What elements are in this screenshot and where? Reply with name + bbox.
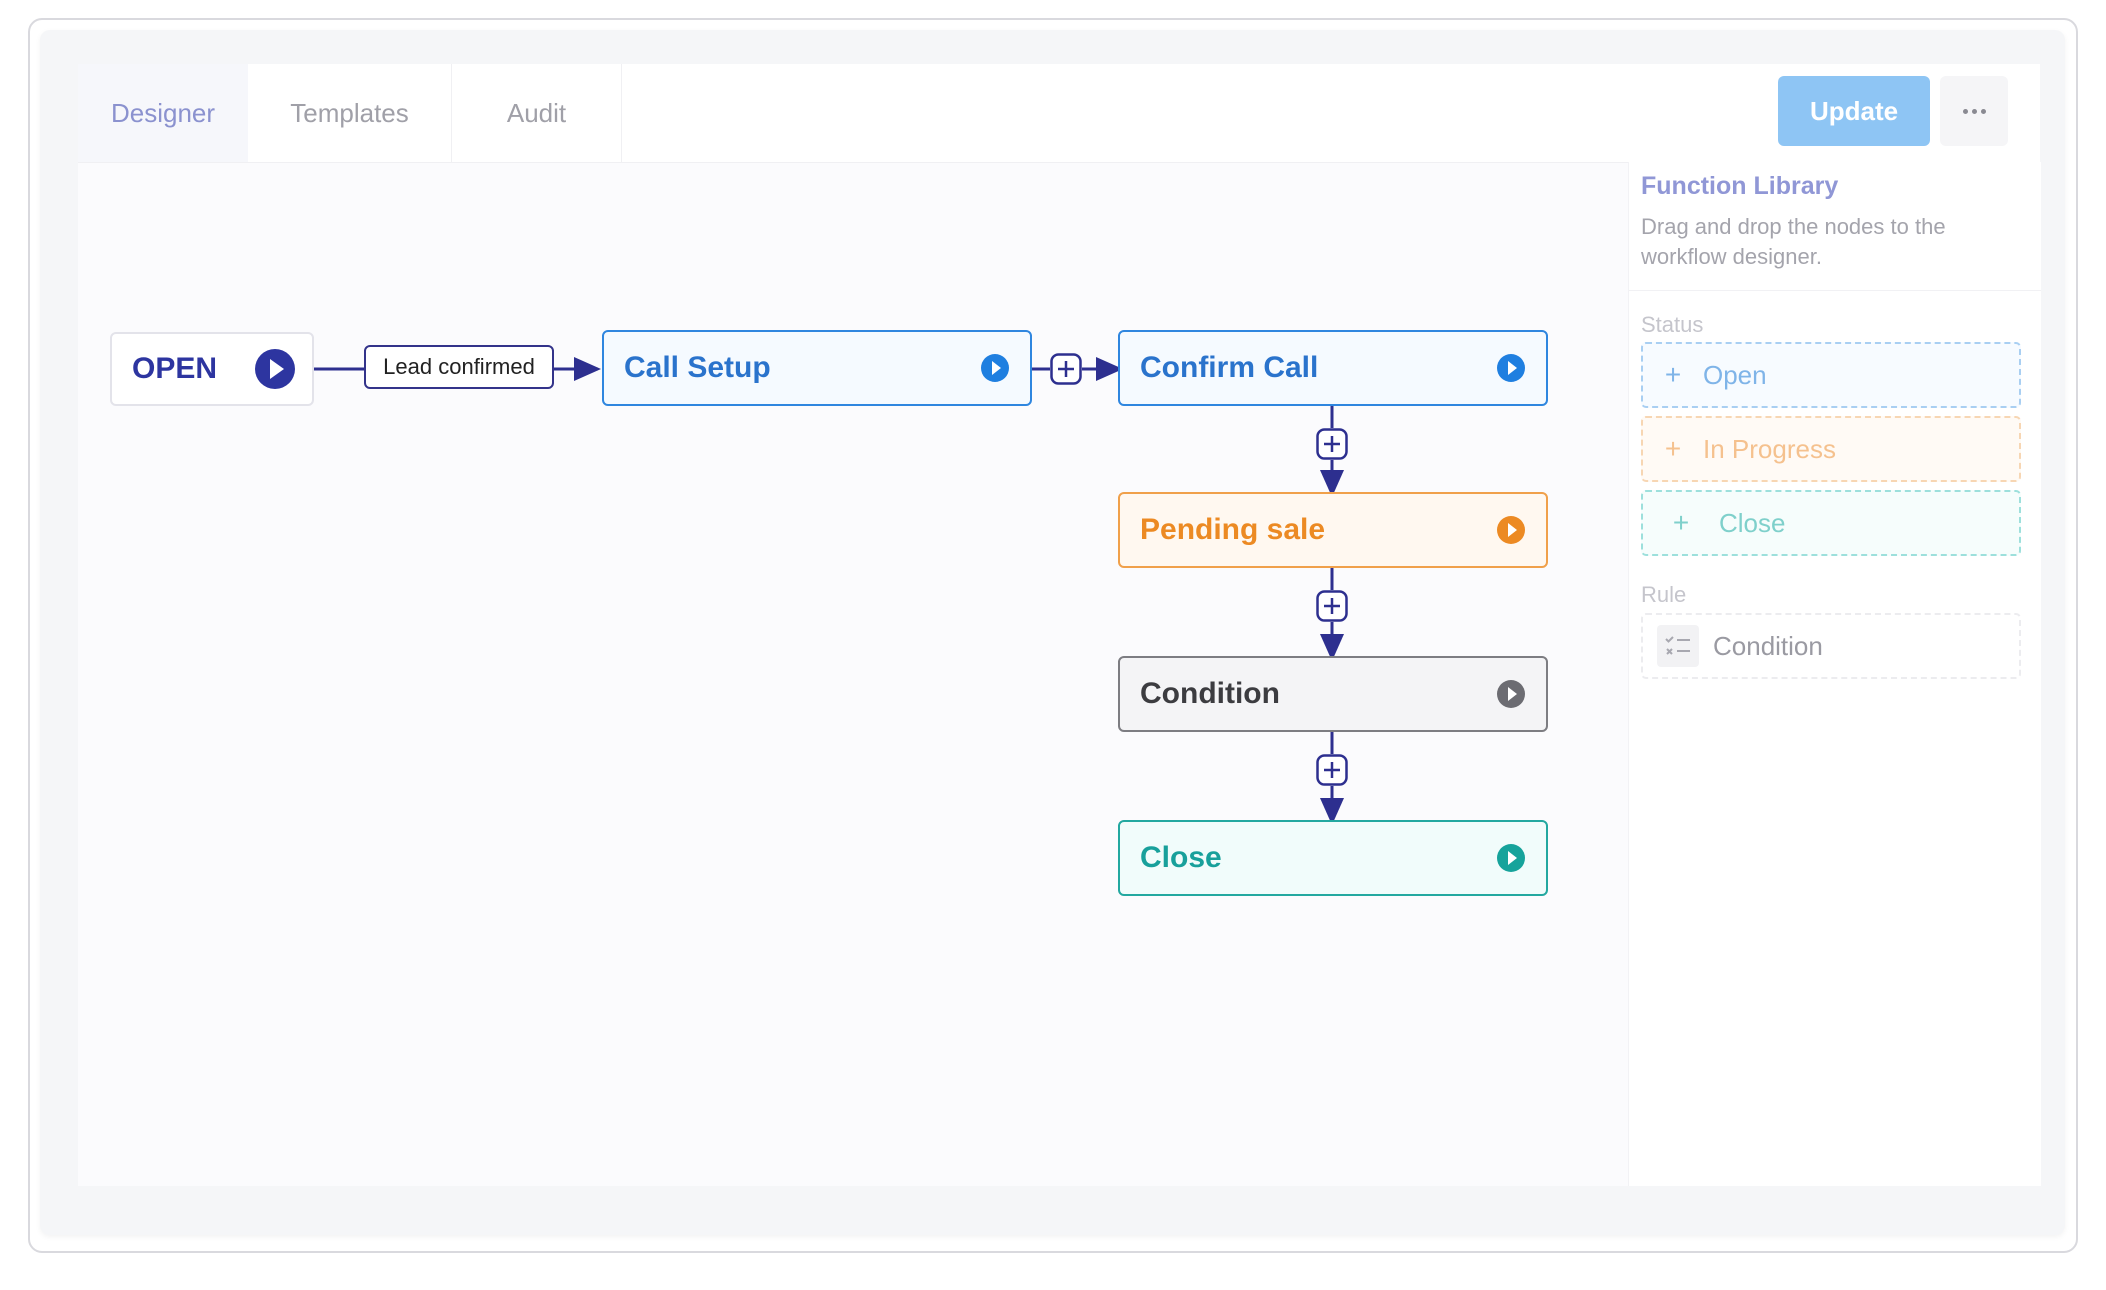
play-circle-icon[interactable]	[1496, 515, 1526, 545]
library-item-close[interactable]: + Close	[1641, 490, 2021, 556]
node-label: Call Setup	[624, 351, 771, 384]
condition-list-icon	[1657, 625, 1699, 667]
tab-designer[interactable]: Designer	[78, 64, 248, 162]
library-item-label: Open	[1703, 359, 1767, 390]
more-options-button[interactable]	[1940, 76, 2008, 146]
section-label-rule: Rule	[1641, 582, 1687, 607]
play-circle-icon[interactable]	[980, 353, 1010, 383]
node-label: Pending sale	[1140, 513, 1326, 546]
node-close[interactable]: Close	[1118, 820, 1548, 896]
node-label: Condition	[1140, 677, 1280, 710]
start-node-label: OPEN	[132, 352, 218, 385]
section-label-status: Status	[1641, 312, 1704, 337]
ellipsis-icon	[1962, 108, 1968, 114]
update-button[interactable]: Update	[1778, 76, 1930, 146]
start-node-open[interactable]: OPEN	[110, 332, 314, 406]
plus-icon: +	[1664, 433, 1682, 464]
divider	[1629, 290, 2041, 291]
edge-label-lead-confirmed[interactable]: Lead confirmed	[364, 345, 554, 389]
add-step-button[interactable]	[1316, 428, 1348, 460]
designer-canvas[interactable]: OPEN Lead confirmed Call Setup Confirm C…	[78, 162, 1628, 1186]
add-step-button[interactable]	[1316, 754, 1348, 786]
tab-templates[interactable]: Templates	[248, 64, 452, 162]
library-item-label: Close	[1719, 507, 1786, 538]
play-circle-icon[interactable]	[254, 348, 296, 390]
workflow-connectors	[314, 357, 1344, 825]
play-circle-icon[interactable]	[1496, 679, 1526, 709]
library-item-condition[interactable]: Condition	[1641, 613, 2021, 679]
function-library-panel: Function Library Drag and drop the nodes…	[1628, 162, 2041, 1186]
plus-icon: +	[1672, 507, 1690, 538]
add-step-button[interactable]	[1050, 353, 1082, 385]
node-label: Confirm Call	[1140, 351, 1319, 384]
workflow-app: Designer Templates Audit Update	[78, 64, 2041, 1186]
panel-title: Function Library	[1641, 172, 1839, 200]
library-item-open[interactable]: + Open	[1641, 342, 2021, 408]
node-label: Close	[1140, 841, 1222, 874]
plus-icon: +	[1664, 359, 1682, 390]
library-item-label: Condition	[1713, 630, 1823, 661]
add-step-button[interactable]	[1316, 590, 1348, 622]
node-confirm-call[interactable]: Confirm Call	[1118, 330, 1548, 406]
library-item-in-progress[interactable]: + In Progress	[1641, 416, 2021, 482]
top-bar: Designer Templates Audit Update	[78, 64, 2040, 163]
node-pending-sale[interactable]: Pending sale	[1118, 492, 1548, 568]
node-call-setup[interactable]: Call Setup	[602, 330, 1032, 406]
node-condition[interactable]: Condition	[1118, 656, 1548, 732]
panel-description: Drag and drop the nodes to the workflow …	[1641, 214, 1946, 269]
play-circle-icon[interactable]	[1496, 353, 1526, 383]
library-item-label: In Progress	[1703, 433, 1836, 464]
tab-audit[interactable]: Audit	[452, 64, 622, 162]
play-circle-icon[interactable]	[1496, 843, 1526, 873]
